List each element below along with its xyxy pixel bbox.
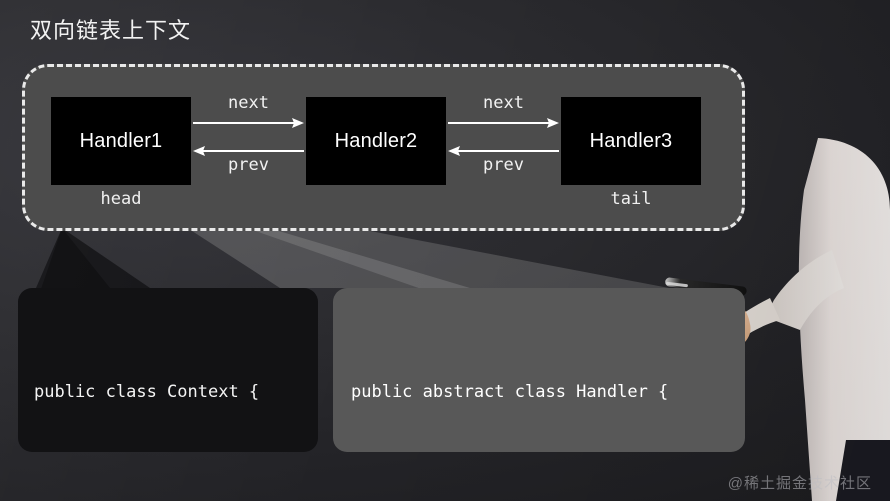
code-line: public class Context { bbox=[34, 382, 260, 402]
list-node-label: Handler1 bbox=[79, 129, 163, 152]
link-label-prev: prev bbox=[228, 155, 269, 175]
node-caption-tail: tail bbox=[610, 189, 652, 209]
link-label-next: next bbox=[483, 93, 524, 113]
watermark: @稀土掘金技术社区 bbox=[727, 475, 872, 492]
node-caption-head: head bbox=[100, 189, 142, 209]
next-prev-arrows-icon bbox=[193, 118, 304, 156]
list-node-label: Handler3 bbox=[589, 129, 673, 152]
link-handler1-handler2: next prev bbox=[191, 93, 306, 185]
code-panel-handler: public abstract class Handler { protecte… bbox=[333, 288, 745, 452]
list-node-handler2[interactable]: Handler2 bbox=[306, 97, 446, 185]
doubly-linked-list-container: Handler1 Handler2 Handler3 head tail nex… bbox=[22, 64, 745, 231]
code-line: public abstract class Handler { bbox=[351, 382, 669, 402]
list-node-handler3[interactable]: Handler3 bbox=[561, 97, 701, 185]
page-title: 双向链表上下文 bbox=[30, 18, 192, 43]
code-panel-context: public class Context { Handler head; Han… bbox=[18, 288, 318, 452]
list-node-handler1[interactable]: Handler1 bbox=[51, 97, 191, 185]
link-handler2-handler3: next prev bbox=[446, 93, 561, 185]
link-label-next: next bbox=[228, 93, 269, 113]
next-prev-arrows-icon bbox=[448, 118, 559, 156]
list-node-label: Handler2 bbox=[334, 129, 418, 152]
link-label-prev: prev bbox=[483, 155, 524, 175]
